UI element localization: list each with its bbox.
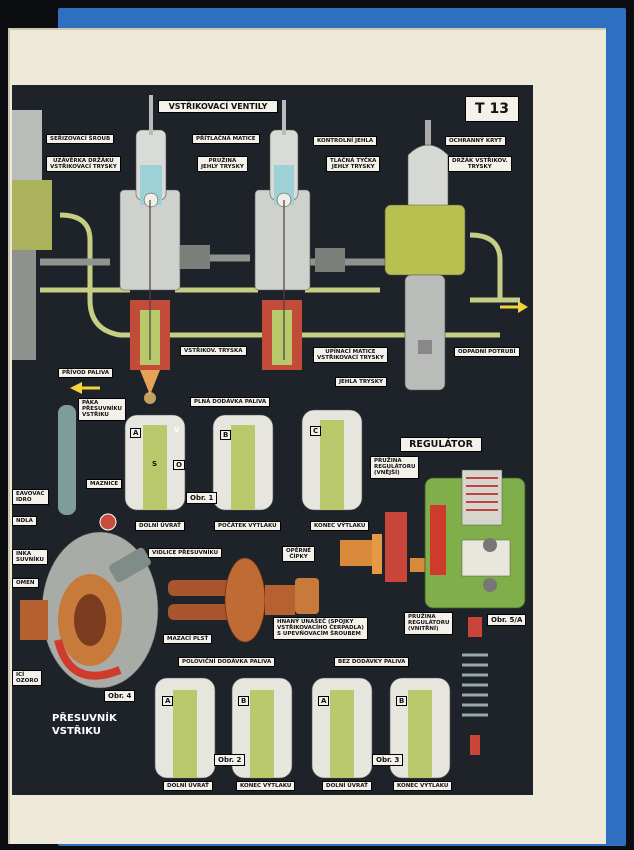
fuel-pipes: [40, 212, 520, 338]
barrel-letter-c: C: [310, 426, 322, 436]
label-nozzle-needle: JEHLA TRYSKY: [335, 377, 387, 388]
bearing-pins: [340, 512, 430, 582]
regulator-title: REGULÁTOR: [400, 437, 482, 452]
label-push-rod: TLAČNÁ TYČKA JEHLY TRYSKY: [326, 156, 381, 173]
label-bdc-1: DOLNÍ ÚVRAŤ: [135, 521, 185, 532]
label-driven-coupling: HNANÝ UNAŠEČ (SPOJKY VSTŘIKOVACÍHO ČERPA…: [273, 617, 368, 640]
label-cropped-3: INKA SUVNÍKU: [12, 549, 48, 566]
label-needle-spring: PRUŽINA JEHLY TRYSKY: [197, 156, 248, 173]
figure-2: Obr. 2: [214, 754, 246, 766]
label-nozzle-holder: DRŽÁK VSTŘIKOV. TRYSKY: [448, 156, 512, 173]
barrel-letter-a: A: [130, 428, 142, 438]
label-injection-nozzle: VSTŘIKOV. TRYSKA: [180, 346, 247, 357]
label-delivery-end-1: KONEC VÝTLAKU: [310, 521, 370, 532]
figure-1: Obr. 1: [186, 492, 218, 504]
label-holder-cap: UZÁVĚRKA DRŽÁKU VSTŘIKOVACÍ TRYSKY: [46, 156, 121, 173]
label-bearing-pins: OPĚRNÉ ČÍPKY: [282, 546, 316, 563]
barrel-full-3: [301, 409, 363, 511]
inner-regulator-spring: [462, 617, 488, 755]
label-delivery-start: POČÁTEK VÝTLAKU: [214, 521, 281, 532]
label-inner-regulator-spring: PRUŽINA REGULÁTORU (VNITŘNÍ): [404, 612, 454, 635]
label-fuel-inlet: PŘÍVOD PALIVA: [58, 368, 114, 379]
label-full-delivery: PLNÁ DODÁVKA PALIVA: [190, 397, 271, 408]
valves-title: VSTŘIKOVACÍ VENTILY: [158, 100, 278, 113]
injector-1: [119, 95, 210, 404]
left-injector-stem: [12, 250, 36, 360]
injection-shifter: [20, 405, 159, 689]
left-injector-body: [12, 110, 42, 190]
label-protective-cover: OCHRANNÝ KRYT: [445, 136, 506, 147]
figure-5a: Obr. 5/A: [487, 614, 527, 626]
label-bdc-2: DOLNÍ ÚVRAŤ: [163, 781, 213, 792]
label-shifter-fork: VIDLICE PŘESUVNÍKU: [148, 548, 223, 559]
label-no-delivery: BEZ DODÁVKY PALIVA: [334, 657, 410, 668]
plate-code: T 13: [465, 96, 519, 122]
label-shifter-lever: PÁKA PŘESUVNÍKU VSTŘIKU: [78, 398, 126, 421]
barrel-letter-v: V: [174, 426, 180, 434]
shifter-title: PŘESUVNÍK VSTŘIKU: [52, 713, 117, 737]
driven-coupling: [168, 557, 319, 643]
barrel-letter-b-none: B: [396, 696, 408, 706]
label-outer-regulator-spring: PRUŽINA REGULÁTORU (VNĚJŠÍ): [370, 456, 420, 479]
label-waste-pipe: ODPADNÍ POTRUBÍ: [454, 347, 520, 358]
injector-2: [254, 100, 345, 370]
label-delivery-end-2: KONEC VÝTLAKU: [236, 781, 296, 792]
regulator-assembly: [424, 469, 526, 609]
left-injector-holder: [12, 180, 52, 250]
label-cropped-1: EAVOVAC IDRO: [12, 489, 49, 506]
barrel-half-1: [154, 677, 216, 779]
barrel-letter-b: B: [220, 430, 232, 440]
label-grease-nipple: MAZNICE: [86, 479, 123, 490]
label-clamping-nut: UPÍNACÍ MATICE VSTŘIKOVACÍ TRYSKY: [313, 347, 388, 364]
label-bdc-3: DOLNÍ ÚVRAŤ: [322, 781, 372, 792]
label-lubricating-felt: MAZACÍ PLSŤ: [163, 634, 213, 645]
barrel-none-1: [311, 677, 373, 779]
label-cropped-5: ICÍ OZORO: [12, 670, 43, 687]
label-cropped-4: OMEN: [12, 578, 39, 589]
label-half-delivery: POLOVIČNÍ DODÁVKA PALIVA: [178, 657, 276, 668]
barrel-full-1: [124, 414, 186, 511]
barrel-letter-s: S: [152, 460, 158, 468]
barrel-letter-a-half: A: [162, 696, 174, 706]
label-adjusting-screw: SEŘIZOVACÍ ŠROUB: [46, 134, 115, 145]
fuel-inlet-arrow: [70, 301, 528, 394]
injector-3: [384, 120, 466, 391]
label-delivery-end-3: KONEC VÝTLAKU: [393, 781, 453, 792]
label-cropped-2: NDLA: [12, 516, 37, 527]
barrel-letter-o: O: [173, 460, 185, 470]
barrel-letter-b-half: B: [238, 696, 250, 706]
figure-4: Obr. 4: [104, 690, 136, 702]
figure-3: Obr. 3: [372, 754, 404, 766]
label-pressure-nut: PŘÍTLAČNÁ MATICE: [192, 134, 260, 145]
label-control-needle: KONTROLNÍ JEHLA: [313, 136, 378, 147]
barrel-letter-a-none: A: [318, 696, 330, 706]
